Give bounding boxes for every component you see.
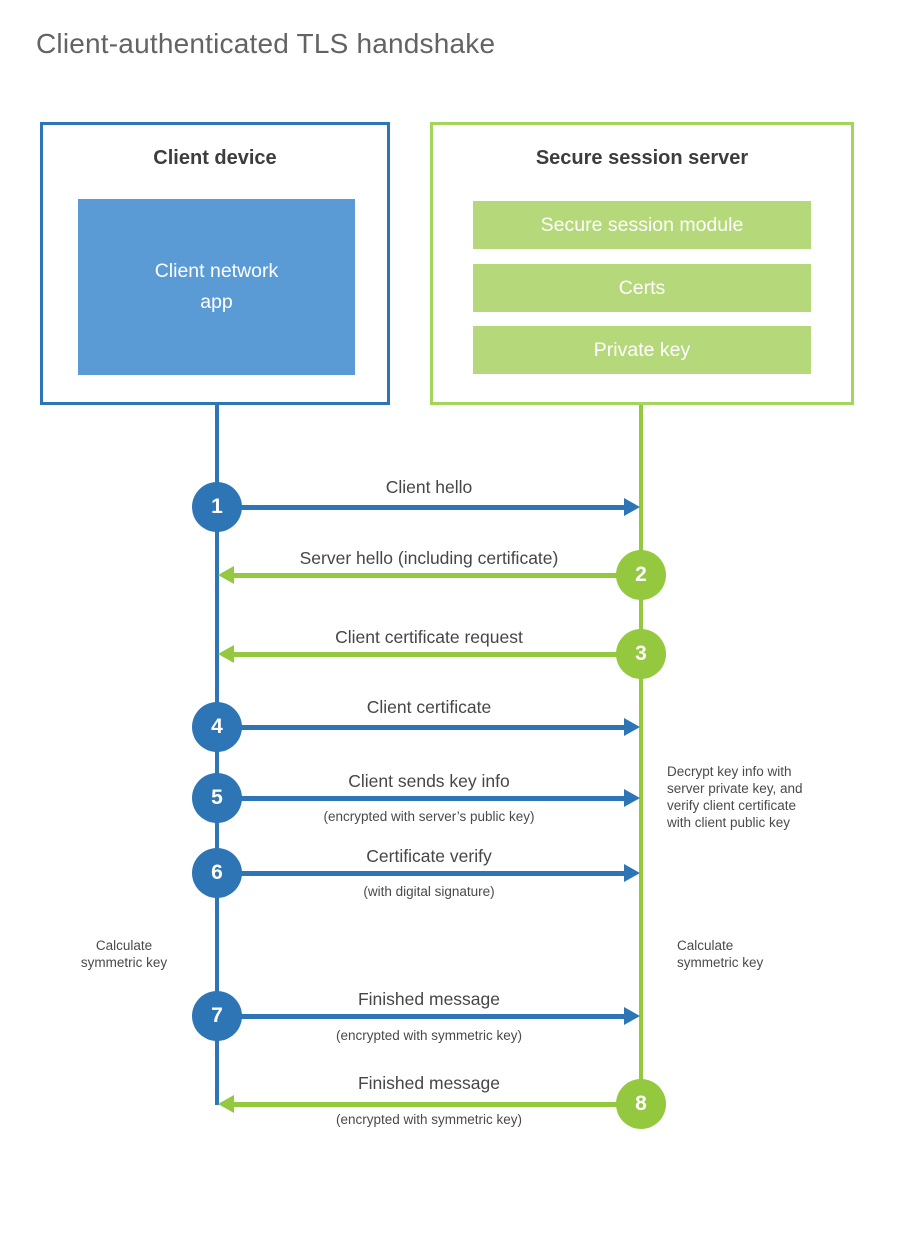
arrow-left-icon xyxy=(218,645,234,663)
step-circle: 4 xyxy=(192,702,242,752)
step-circle: 2 xyxy=(616,550,666,600)
arrow-shaft xyxy=(234,573,641,578)
calculate-symmetric-key-server-note: Calculate symmetric key xyxy=(677,938,764,971)
page-title: Client-authenticated TLS handshake xyxy=(36,28,496,59)
arrow-shaft xyxy=(234,652,641,657)
arrow-shaft xyxy=(217,725,624,730)
arrow-shaft xyxy=(217,871,624,876)
message-label: Server hello (including certificate) xyxy=(299,548,559,568)
step-circle: 6 xyxy=(192,848,242,898)
arrow-right-icon xyxy=(624,789,640,807)
arrow-shaft xyxy=(217,1014,624,1019)
client-device-title: Client device xyxy=(153,147,277,169)
message-label: Client sends key info xyxy=(348,771,510,791)
arrow-shaft xyxy=(234,1102,641,1107)
arrow-right-icon xyxy=(624,1007,640,1025)
arrow-shaft xyxy=(217,796,624,801)
message-label: Client certificate xyxy=(366,697,492,717)
message-label: Client hello xyxy=(385,477,473,497)
arrow-left-icon xyxy=(218,1095,234,1113)
server-module-secure-session: Secure session module xyxy=(473,201,811,249)
message-label: Finished message xyxy=(357,1073,501,1093)
arrow-shaft xyxy=(217,505,624,510)
step-circle: 1 xyxy=(192,482,242,532)
client-network-app-block: Client network app xyxy=(78,199,355,375)
step-circle: 3 xyxy=(616,629,666,679)
secure-session-server-box: Secure session server Secure session mod… xyxy=(430,122,854,405)
server-module-private-key: Private key xyxy=(473,326,811,374)
step-circle: 5 xyxy=(192,773,242,823)
secure-session-server-title: Secure session server xyxy=(535,147,749,169)
message-label: Client certificate request xyxy=(335,627,523,647)
message-label: Finished message xyxy=(357,989,501,1009)
client-device-box: Client device Client network app xyxy=(40,122,390,405)
client-lifeline xyxy=(215,404,219,1105)
arrow-right-icon xyxy=(624,498,640,516)
arrow-right-icon xyxy=(624,718,640,736)
arrow-left-icon xyxy=(218,566,234,584)
step-circle: 8 xyxy=(616,1079,666,1129)
message-label: Certificate verify xyxy=(366,846,492,866)
message-sublabel: (encrypted with symmetric key) xyxy=(335,1112,523,1127)
calculate-symmetric-key-client-note: Calculate symmetric key xyxy=(80,938,168,971)
message-sublabel: (with digital signature) xyxy=(363,884,495,899)
arrow-right-icon xyxy=(624,864,640,882)
server-lifeline xyxy=(639,404,643,1105)
step-circle: 7 xyxy=(192,991,242,1041)
message-sublabel: (encrypted with symmetric key) xyxy=(335,1028,523,1043)
server-module-certs: Certs xyxy=(473,264,811,312)
message-sublabel: (encrypted with server’s public key) xyxy=(323,809,535,824)
decrypt-note: Decrypt key info with server private key… xyxy=(667,764,803,831)
